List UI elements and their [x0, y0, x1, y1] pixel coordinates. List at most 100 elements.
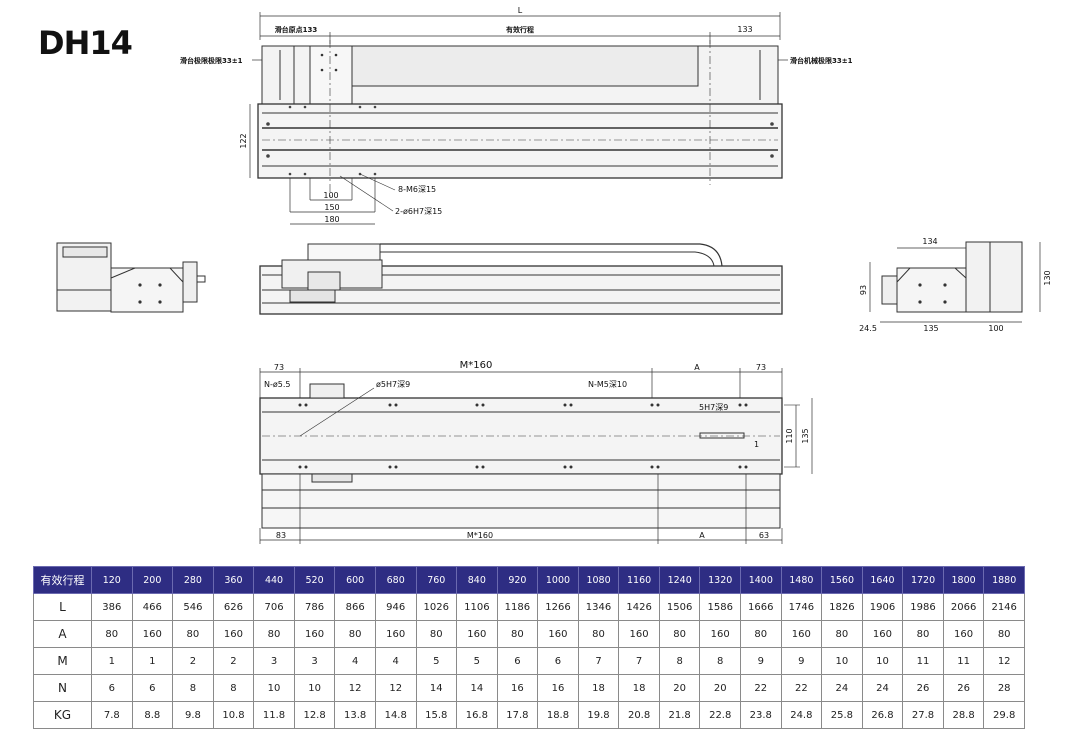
dim-100-side: 100	[988, 324, 1003, 333]
spec-cell: 10.8	[212, 701, 255, 729]
spec-cell: 4	[334, 647, 376, 675]
spec-cell: 80	[902, 620, 944, 648]
stroke-header: 680	[374, 566, 417, 594]
spec-cell: 160	[861, 620, 904, 648]
spec-cell: 13.8	[334, 701, 376, 729]
right-side-view: 134 93 130 24.5 135 100	[859, 237, 1052, 333]
spec-cell: 2	[172, 647, 214, 675]
stroke-header: 200	[131, 566, 174, 594]
dim-right-73: 73	[756, 363, 766, 372]
spec-cell: 18	[618, 674, 660, 702]
spec-cell: 26	[942, 674, 985, 702]
spec-cell: 80	[658, 620, 701, 648]
spec-cell: 9.8	[172, 701, 214, 729]
spec-cell: 1426	[618, 593, 660, 621]
spec-cell: 8	[699, 647, 741, 675]
dim-110: 110	[785, 428, 794, 443]
spec-cell: 5	[415, 647, 458, 675]
spec-cell: 1106	[456, 593, 498, 621]
spec-cell: 7	[577, 647, 620, 675]
spec-cell: 1586	[699, 593, 741, 621]
stroke-header: 1480	[780, 566, 823, 594]
spec-cell: 6	[91, 674, 133, 702]
dim-height-122: 122	[239, 133, 248, 148]
left-side-view	[56, 242, 206, 313]
stroke-header: 1000	[537, 566, 579, 594]
spec-cell: 160	[374, 620, 417, 648]
spec-cell: 28.8	[942, 701, 985, 729]
spec-cell: 80	[983, 620, 1025, 648]
spec-cell: 80	[91, 620, 133, 648]
dim-left-73: 73	[274, 363, 284, 372]
spec-cell: 946	[374, 593, 417, 621]
spec-cell: 160	[780, 620, 823, 648]
stroke-header: 1560	[821, 566, 863, 594]
stroke-header: 1320	[699, 566, 741, 594]
spec-cell: 80	[740, 620, 782, 648]
slot-label: 5H7深9	[699, 403, 728, 412]
spec-cell: 80	[172, 620, 214, 648]
spec-cell: 2066	[942, 593, 985, 621]
spec-cell: 1666	[740, 593, 782, 621]
top-view: L 滑台原点133 有效行程 133 滑台极限极限33±1 滑台机械极限33±1	[180, 6, 853, 225]
front-view	[259, 243, 783, 315]
dim-origin: 滑台原点133	[275, 25, 318, 34]
n-holes-label: N-ø5.5	[264, 380, 291, 389]
spec-cell: 15.8	[415, 701, 458, 729]
spec-cell: 1186	[496, 593, 539, 621]
spec-cell: 7.8	[91, 701, 133, 729]
spec-cell: 386	[91, 593, 133, 621]
dim-180: 180	[324, 215, 339, 224]
spec-cell: 160	[456, 620, 498, 648]
spec-cell: 26.8	[861, 701, 904, 729]
spec-cell: 18.8	[537, 701, 579, 729]
spec-cell: 3	[253, 647, 295, 675]
spec-cell: 80	[577, 620, 620, 648]
spec-row-label: N	[33, 674, 92, 702]
spec-cell: 19.8	[577, 701, 620, 729]
spec-cell: 546	[172, 593, 214, 621]
spec-cell: 160	[131, 620, 174, 648]
stroke-header: 1080	[577, 566, 620, 594]
spec-cell: 80	[253, 620, 295, 648]
spec-cell: 16	[537, 674, 579, 702]
dim-135-bottom: 135	[801, 428, 810, 443]
holes-m6-label: 8-M6深15	[398, 185, 436, 194]
spec-cell: 25.8	[821, 701, 863, 729]
spec-cell: 160	[618, 620, 660, 648]
spec-cell: 6	[537, 647, 579, 675]
spec-cell: 22.8	[699, 701, 741, 729]
stroke-header: 440	[253, 566, 295, 594]
left-limit-label: 滑台极限极限33±1	[180, 56, 243, 65]
spec-cell: 17.8	[496, 701, 539, 729]
spec-cell: 786	[293, 593, 336, 621]
spec-cell: 160	[942, 620, 985, 648]
spec-cell: 16.8	[456, 701, 498, 729]
spec-cell: 6	[131, 674, 174, 702]
spec-cell: 80	[821, 620, 863, 648]
spec-cell: 2	[212, 647, 255, 675]
spec-cell: 4	[374, 647, 417, 675]
dim-pitch-bottom: M*160	[467, 531, 493, 540]
dim-150: 150	[324, 203, 339, 212]
spec-cell: 466	[131, 593, 174, 621]
dim-a-bottom: A	[699, 531, 705, 540]
spec-cell: 18	[577, 674, 620, 702]
bottom-view: 73 M*160 A 73 N-ø5.5 ø5H7深9 N-M5深10 5H7深…	[259, 360, 813, 544]
spec-cell: 10	[821, 647, 863, 675]
spec-cell: 80	[496, 620, 539, 648]
dim-stroke: 有效行程	[506, 25, 534, 34]
spec-cell: 2146	[983, 593, 1025, 621]
spec-cell: 1346	[577, 593, 620, 621]
dim-135-side: 135	[923, 324, 938, 333]
spec-cell: 12	[334, 674, 376, 702]
spec-cell: 8	[658, 647, 701, 675]
spec-cell: 160	[537, 620, 579, 648]
spec-cell: 1	[131, 647, 174, 675]
model-title: DH14	[38, 24, 133, 62]
right-limit-label: 滑台机械极限33±1	[790, 56, 853, 65]
spec-cell: 160	[212, 620, 255, 648]
